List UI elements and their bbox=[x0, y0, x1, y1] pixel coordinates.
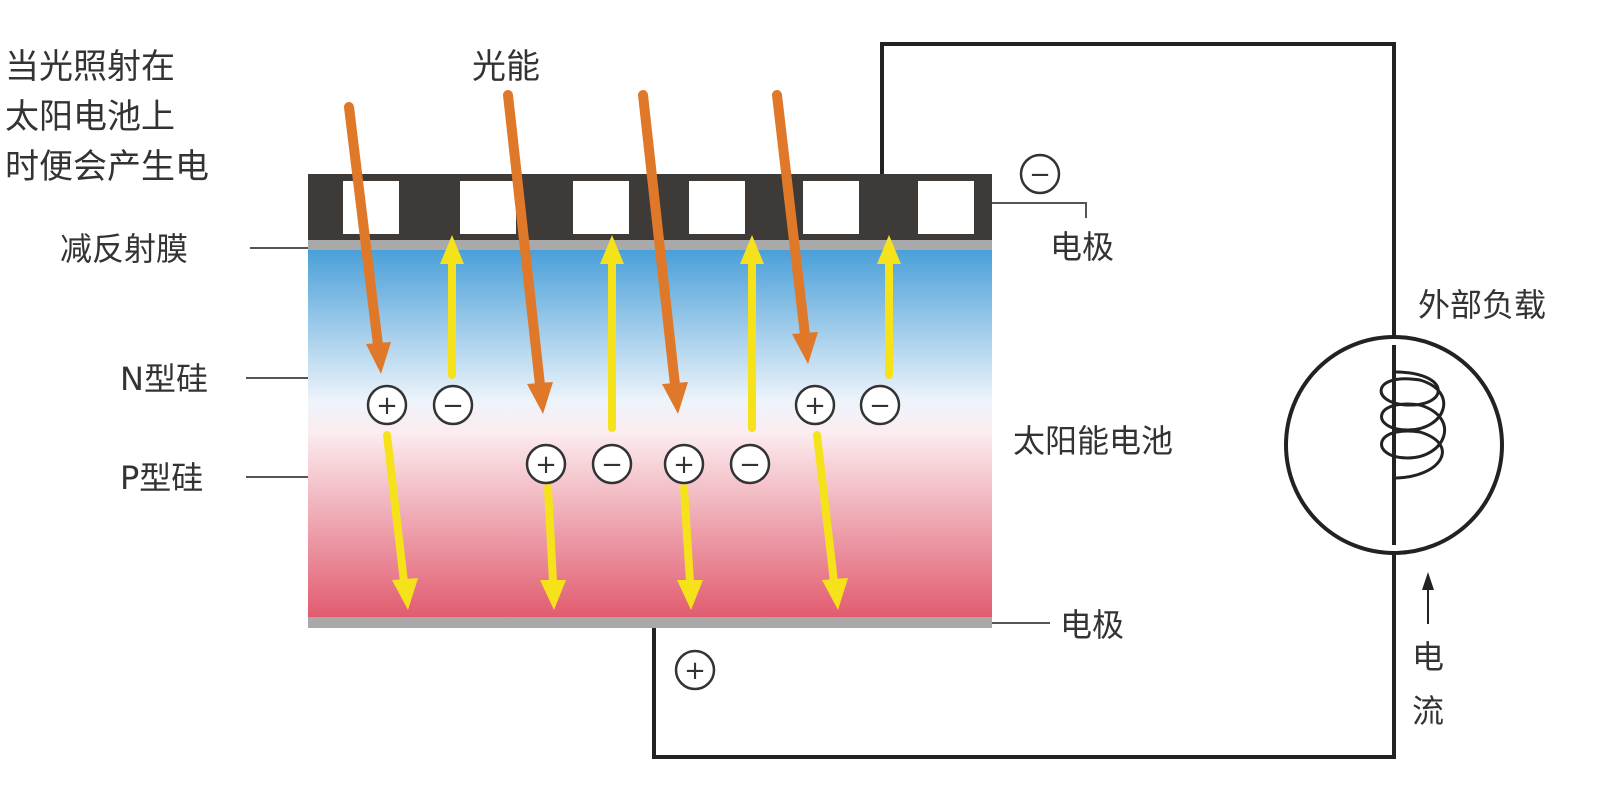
electron-marker: − bbox=[432, 384, 474, 426]
bottom-electrode-label: 电极 bbox=[1060, 606, 1124, 644]
light-energy-label: 光能 bbox=[472, 47, 540, 87]
svg-text:+: + bbox=[376, 391, 398, 421]
hole-marker: + bbox=[794, 384, 836, 426]
svg-text:太阳电池上: 太阳电池上 bbox=[5, 97, 175, 137]
top-electrode-label: 电极 bbox=[1050, 228, 1114, 266]
p-silicon-label: P型硅 bbox=[120, 459, 203, 497]
svg-text:+: + bbox=[804, 391, 826, 421]
svg-text:+: + bbox=[673, 450, 695, 480]
negative-terminal: − bbox=[1019, 153, 1061, 195]
electron-arrow bbox=[440, 235, 464, 379]
silicon-body bbox=[308, 240, 992, 625]
leader-lines bbox=[246, 247, 1050, 624]
hole-marker: + bbox=[525, 443, 567, 485]
positive-terminal: + bbox=[674, 649, 716, 691]
electron-arrow bbox=[740, 235, 764, 432]
light-arrow bbox=[638, 90, 688, 414]
light-arrows bbox=[344, 90, 818, 414]
current-label: 电 流 bbox=[1412, 638, 1444, 730]
svg-text:−: − bbox=[869, 391, 891, 421]
anti-reflection-film bbox=[308, 240, 992, 250]
light-arrow bbox=[772, 90, 818, 364]
hole-arrow bbox=[677, 484, 703, 610]
current-arrow bbox=[1422, 572, 1434, 624]
bottom-electrode-plate bbox=[308, 617, 992, 628]
svg-text:时便会产生电: 时便会产生电 bbox=[5, 147, 209, 187]
carrier-markers: + − + − + − + − bbox=[366, 384, 901, 485]
svg-text:电: 电 bbox=[1412, 638, 1444, 676]
svg-text:−: − bbox=[739, 450, 761, 480]
electron-arrow bbox=[877, 235, 901, 379]
electron-marker: − bbox=[729, 443, 771, 485]
electron-arrows bbox=[440, 235, 901, 432]
light-arrow bbox=[344, 102, 391, 374]
intro-caption: 当光照射在 太阳电池上 时便会产生电 bbox=[5, 47, 209, 187]
svg-text:−: − bbox=[1029, 160, 1051, 190]
external-circuit bbox=[652, 42, 1396, 759]
light-arrow bbox=[503, 90, 553, 414]
svg-text:当光照射在: 当光照射在 bbox=[5, 47, 175, 87]
top-wire bbox=[880, 42, 1396, 345]
n-silicon-label: N型硅 bbox=[120, 360, 208, 398]
electron-marker: − bbox=[591, 443, 633, 485]
anti-reflection-film-label: 减反射膜 bbox=[60, 230, 188, 268]
hole-arrow bbox=[540, 484, 566, 610]
external-load-label: 外部负载 bbox=[1418, 286, 1546, 324]
lamp-icon bbox=[1284, 335, 1504, 555]
bottom-wire bbox=[652, 545, 1396, 759]
top-electrode-lead bbox=[992, 202, 1087, 218]
svg-text:流: 流 bbox=[1412, 692, 1444, 730]
solar-cell-label: 太阳能电池 bbox=[1013, 422, 1173, 460]
svg-text:−: − bbox=[442, 391, 464, 421]
svg-text:−: − bbox=[601, 450, 623, 480]
hole-arrows bbox=[383, 431, 848, 610]
electron-marker: − bbox=[859, 384, 901, 426]
svg-text:+: + bbox=[535, 450, 557, 480]
hole-marker: + bbox=[663, 443, 705, 485]
electron-arrow bbox=[600, 235, 624, 432]
hole-marker: + bbox=[366, 384, 408, 426]
svg-text:+: + bbox=[684, 656, 706, 686]
hole-arrow bbox=[813, 431, 848, 610]
hole-arrow bbox=[383, 431, 418, 610]
electrode-windows bbox=[343, 181, 974, 234]
